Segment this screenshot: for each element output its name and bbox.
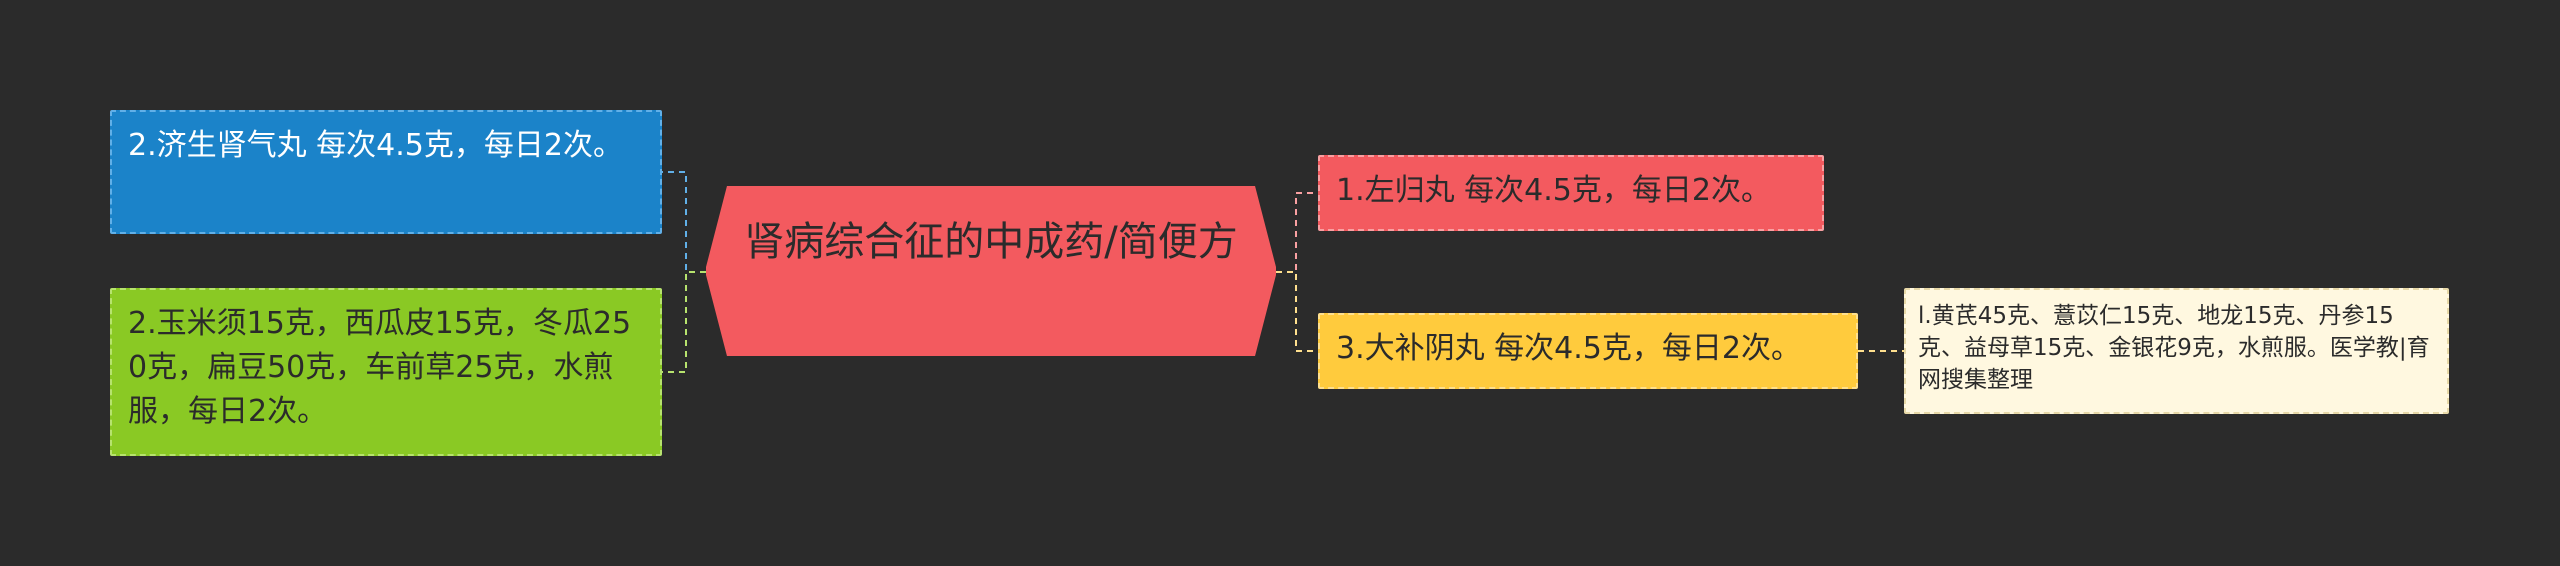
- connector-right-red: [1276, 192, 1318, 273]
- topic-jisheng-shenqi-wan[interactable]: 2.济生肾气丸 每次4.5克，每日2次。: [110, 110, 662, 234]
- topic-zuogui-wan[interactable]: 1.左归丸 每次4.5克，每日2次。: [1318, 155, 1824, 231]
- central-topic-shape: [706, 186, 1276, 356]
- topic-dabuyin-wan[interactable]: 3.大补阴丸 每次4.5克，每日2次。: [1318, 313, 1858, 389]
- connector-right-yellow: [1276, 271, 1318, 352]
- subtopic-huangqi-decoction[interactable]: l.黄芪45克、薏苡仁15克、地龙15克、丹参15克、益母草15克、金银花9克，…: [1904, 288, 2449, 414]
- central-topic-label: 肾病综合征的中成药/简便方: [744, 219, 1238, 265]
- central-topic[interactable]: 肾病综合征的中成药/简便方: [706, 186, 1276, 356]
- connector-left-green: [662, 271, 706, 373]
- topic-corn-silk-decoction[interactable]: 2.玉米须15克，西瓜皮15克，冬瓜250克，扁豆50克，车前草25克，水煎服，…: [110, 288, 662, 456]
- connector-left-trunk: [662, 171, 706, 273]
